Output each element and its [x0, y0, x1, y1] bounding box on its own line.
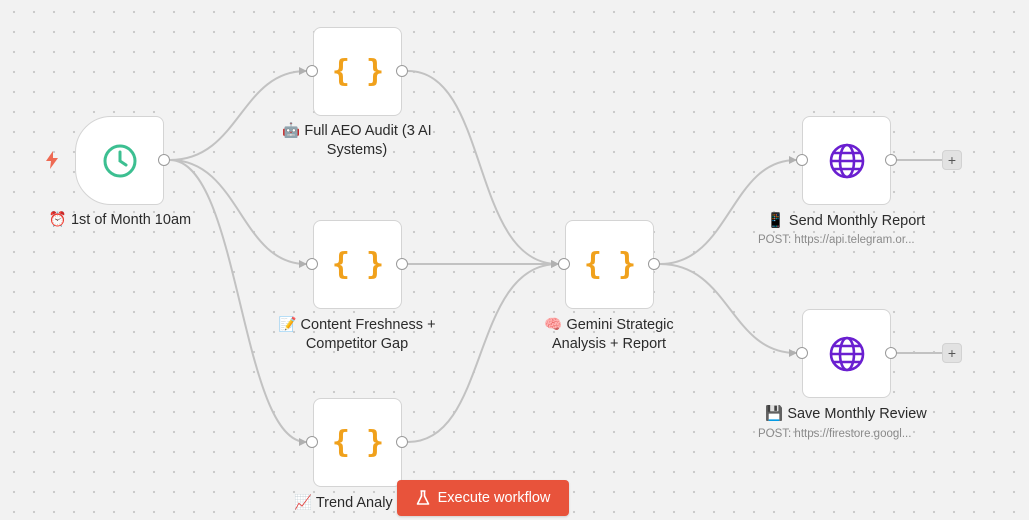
trigger-node[interactable]: [75, 116, 164, 205]
code-node-content-freshness-output-port[interactable]: [396, 258, 408, 270]
execute-workflow-label: Execute workflow: [437, 490, 551, 506]
add-node-button[interactable]: +: [942, 150, 962, 170]
http-node-send-report-output-port[interactable]: [885, 154, 897, 166]
http-node-send-report[interactable]: [802, 116, 891, 205]
trigger-node-label: ⏰ 1st of Month 10am: [48, 212, 192, 228]
code-node-trend-analysis-output-port[interactable]: [396, 436, 408, 448]
trigger-output-port[interactable]: [158, 154, 170, 166]
http-node-save-review-output-port[interactable]: [885, 347, 897, 359]
http-node-send-report-input-port[interactable]: [796, 154, 808, 166]
code-node-content-freshness-label: 📝 Content Freshness + Competitor Gap: [278, 317, 436, 352]
flask-icon: [416, 490, 429, 505]
braces-icon: { }: [331, 425, 384, 460]
http-node-send-report-label: 📱 Send Monthly Report: [766, 213, 926, 229]
code-node-gemini-analysis[interactable]: { }: [565, 220, 654, 309]
code-node-aeo-audit[interactable]: { }: [313, 27, 402, 116]
code-node-gemini-analysis-input-port[interactable]: [558, 258, 570, 270]
code-node-content-freshness[interactable]: { }: [313, 220, 402, 309]
edge-audit-to-gemini: [407, 70, 559, 268]
lightning-icon: [46, 151, 58, 169]
clock-icon: [103, 144, 136, 177]
http-node-save-review-subtitle: POST: https://firestore.googl...: [758, 428, 912, 440]
code-node-trend-analysis[interactable]: { }: [313, 398, 402, 487]
http-node-save-review-input-port[interactable]: [796, 347, 808, 359]
execute-workflow-button[interactable]: Execute workflow: [397, 480, 569, 516]
code-node-gemini-analysis-label: 🧠 Gemini Strategic Analysis + Report: [544, 317, 674, 352]
braces-icon: { }: [331, 247, 384, 282]
http-node-save-review[interactable]: [802, 309, 891, 398]
code-node-gemini-analysis-output-port[interactable]: [648, 258, 660, 270]
globe-icon: [829, 143, 864, 178]
code-node-aeo-audit-output-port[interactable]: [396, 65, 408, 77]
add-node-button[interactable]: +: [942, 343, 962, 363]
code-node-trend-analysis-label: 📈 Trend Analy: [294, 495, 393, 511]
code-node-content-freshness-input-port[interactable]: [306, 258, 318, 270]
braces-icon: { }: [583, 247, 636, 282]
code-node-aeo-audit-label: 🤖 Full AEO Audit (3 AI Systems): [282, 123, 432, 158]
code-node-aeo-audit-input-port[interactable]: [306, 65, 318, 77]
code-node-trend-analysis-input-port[interactable]: [306, 436, 318, 448]
braces-icon: { }: [331, 54, 384, 89]
edge-trigger-to-trend: [169, 159, 307, 446]
http-node-send-report-subtitle: POST: https://api.telegram.or...: [758, 234, 915, 246]
globe-icon: [829, 336, 864, 371]
http-node-save-review-label: 💾 Save Monthly Review: [765, 406, 927, 422]
